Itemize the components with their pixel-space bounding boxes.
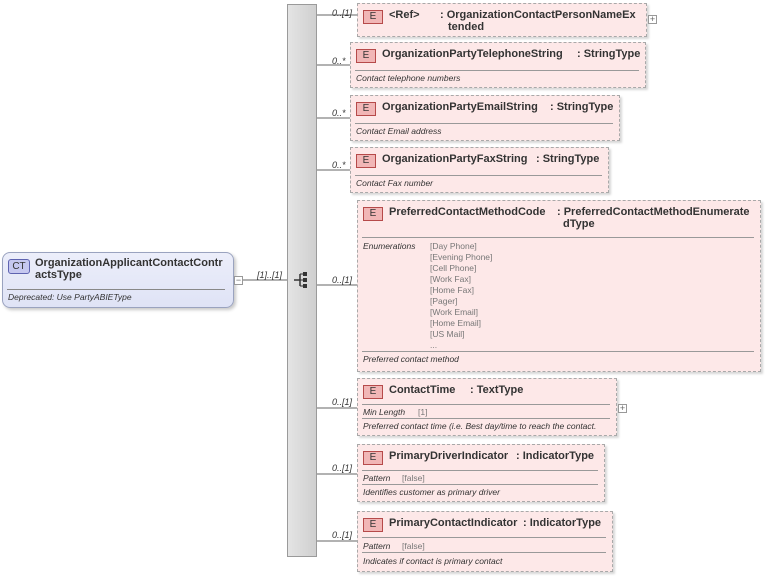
divider xyxy=(362,484,598,485)
enumeration-value: [Day Phone] xyxy=(430,241,477,251)
element-primary-contact-indicator[interactable]: E PrimaryContactIndicator : IndicatorTyp… xyxy=(357,511,613,572)
element-contact-time[interactable]: E ContactTime : TextType Min Length [1] … xyxy=(357,378,617,436)
element-cardinality: 0..[1] xyxy=(332,463,353,473)
element-name: PrimaryDriverIndicator xyxy=(389,450,509,462)
element-doc: Contact telephone numbers xyxy=(356,73,461,83)
enumeration-value: [Home Fax] xyxy=(430,285,474,295)
facet-label: Min Length xyxy=(363,407,406,417)
element-name: OrganizationPartyEmailString xyxy=(382,101,538,113)
sequence-icon[interactable] xyxy=(292,271,314,289)
divider xyxy=(7,289,225,290)
divider xyxy=(362,470,598,471)
enumeration-value: [Work Fax] xyxy=(430,274,471,284)
element-badge: E xyxy=(363,451,383,465)
element-badge: E xyxy=(363,518,383,532)
enumeration-value: [Cell Phone] xyxy=(430,263,477,273)
expand-icon[interactable]: + xyxy=(648,14,657,24)
element-type: : StringType xyxy=(550,101,614,113)
element-cardinality: 0..[1] xyxy=(332,397,353,407)
element-badge: E xyxy=(363,385,383,399)
complex-type-doc: Deprecated: Use PartyABIEType xyxy=(8,292,132,302)
collapse-icon[interactable]: − xyxy=(234,275,243,285)
element-cardinality: 0..[1] xyxy=(332,275,353,285)
sequence-compositor xyxy=(287,4,317,557)
element-type: : StringType xyxy=(536,153,600,165)
element-badge: E xyxy=(356,102,376,116)
element-organization-party-fax-string[interactable]: E OrganizationPartyFaxString : StringTyp… xyxy=(350,147,609,193)
element-doc: Identifies customer as primary driver xyxy=(363,487,500,497)
element-badge: E xyxy=(363,207,383,221)
element-name: PreferredContactMethodCode xyxy=(389,206,546,218)
element-ref-organization-contact-person-name[interactable]: E <Ref> : OrganizationContactPersonNameE… xyxy=(357,3,647,37)
element-name: OrganizationPartyTelephoneString xyxy=(382,48,563,60)
element-badge: E xyxy=(356,49,376,63)
facet-label: Enumerations xyxy=(363,241,416,251)
enumeration-value: [Pager] xyxy=(430,296,458,306)
complex-type-name: OrganizationApplicantContactContr actsTy… xyxy=(35,257,223,281)
element-name: PrimaryContactIndicator xyxy=(389,517,518,529)
element-doc: Preferred contact time (i.e. Best day/ti… xyxy=(363,421,597,431)
divider xyxy=(362,537,606,538)
element-cardinality: 0..[1] xyxy=(332,530,353,540)
facet-value: [false] xyxy=(402,541,425,551)
element-type: : OrganizationContactPersonNameEx tended xyxy=(440,9,636,33)
element-name: OrganizationPartyFaxString xyxy=(382,153,528,165)
enumeration-value: [Home Email] xyxy=(430,318,482,328)
element-cardinality: 0..* xyxy=(332,108,346,118)
divider xyxy=(362,552,606,553)
enumeration-value: ... xyxy=(430,340,438,350)
element-type: : IndicatorType xyxy=(516,450,595,462)
element-cardinality: 0..* xyxy=(332,56,346,66)
element-badge: E xyxy=(363,10,383,24)
facet-label: Pattern xyxy=(363,473,391,483)
element-preferred-contact-method-code[interactable]: E PreferredContactMethodCode : Preferred… xyxy=(357,200,761,372)
element-cardinality: 0..* xyxy=(332,160,346,170)
divider xyxy=(362,351,754,352)
facet-label: Pattern xyxy=(363,541,391,551)
element-type: : PreferredContactMethodEnumerate dType xyxy=(557,206,750,230)
enumeration-value: [Work Email] xyxy=(430,307,479,317)
element-cardinality: 0..[1] xyxy=(332,8,353,18)
divider xyxy=(355,175,602,176)
element-organization-party-email-string[interactable]: E OrganizationPartyEmailString : StringT… xyxy=(350,95,620,141)
facet-value: [false] xyxy=(402,473,425,483)
complex-type-badge: CT xyxy=(8,259,30,274)
element-doc: Preferred contact method xyxy=(363,354,459,364)
divider xyxy=(355,70,639,71)
element-doc: Contact Fax number xyxy=(356,178,434,188)
divider xyxy=(362,404,610,405)
element-doc: Indicates if contact is primary contact xyxy=(363,556,503,566)
element-doc: Contact Email address xyxy=(356,126,442,136)
sequence-cardinality: [1]..[1] xyxy=(257,270,283,280)
element-organization-party-telephone-string[interactable]: E OrganizationPartyTelephoneString : Str… xyxy=(350,42,646,88)
element-badge: E xyxy=(356,154,376,168)
enumeration-value: [US Mail] xyxy=(430,329,465,339)
facet-value: [1] xyxy=(418,407,428,417)
enumeration-list: [Day Phone] [Evening Phone] [Cell Phone]… xyxy=(430,241,492,351)
element-name: ContactTime xyxy=(389,384,456,396)
enumeration-value: [Evening Phone] xyxy=(430,252,493,262)
divider xyxy=(362,237,754,238)
complex-type-box[interactable]: CT OrganizationApplicantContactContr act… xyxy=(2,252,234,308)
element-type: : StringType xyxy=(577,48,641,60)
expand-icon[interactable]: + xyxy=(618,403,627,413)
divider xyxy=(362,418,610,419)
element-primary-driver-indicator[interactable]: E PrimaryDriverIndicator : IndicatorType… xyxy=(357,444,605,502)
element-type: : IndicatorType xyxy=(523,517,602,529)
element-ref-label: <Ref> xyxy=(389,9,420,21)
element-type: : TextType xyxy=(470,384,524,396)
divider xyxy=(355,123,613,124)
